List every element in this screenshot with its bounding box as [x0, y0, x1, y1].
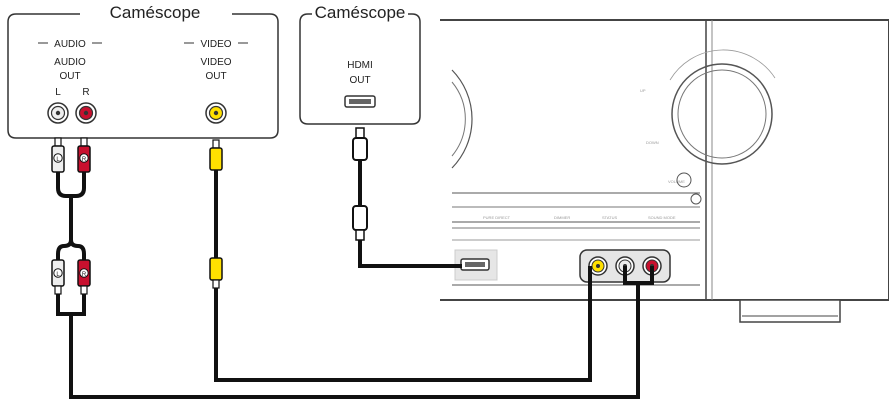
- camcorder-left-title: Caméscope: [110, 3, 201, 22]
- av-receiver: UP DOWN VOLUME PURE DIRECT DIMMER STATUS…: [440, 19, 889, 323]
- plug-left-mark-bottom: L: [56, 272, 60, 278]
- video-out-label-1: VIDEO: [200, 57, 231, 68]
- volume-knob: [671, 63, 773, 165]
- video-out-label-2: OUT: [205, 71, 226, 82]
- button-label-pure-direct: PURE DIRECT: [483, 215, 511, 220]
- camcorder-right-title: Caméscope: [315, 3, 406, 22]
- audio-out-label-2: OUT: [59, 71, 80, 82]
- hdmi-out-label-1: HDMI: [347, 60, 373, 71]
- button-label-dimmer: DIMMER: [554, 215, 570, 220]
- hdmi-cable: [352, 127, 462, 268]
- audio-cable: L R L R: [51, 137, 654, 399]
- input-knob: [451, 69, 473, 169]
- audio-out-label-1: AUDIO: [54, 57, 86, 68]
- up-label: UP: [640, 88, 646, 93]
- down-label: DOWN: [646, 140, 659, 145]
- receiver-base: [739, 299, 841, 323]
- plug-right-mark-top: R: [82, 157, 87, 163]
- plug-right-mark-bottom: R: [82, 272, 87, 278]
- power-button: [690, 193, 702, 205]
- video-cable: [209, 139, 592, 382]
- button-label-sound-mode: SOUND MODE: [648, 215, 676, 220]
- plug-left-mark-top: L: [56, 157, 60, 163]
- small-knob: [676, 172, 692, 188]
- video-group-label: VIDEO: [200, 39, 231, 50]
- channel-right-label: R: [82, 87, 89, 98]
- button-label-status: STATUS: [602, 215, 618, 220]
- audio-group-label: AUDIO: [54, 39, 86, 50]
- channel-left-label: L: [55, 87, 61, 98]
- volume-label: VOLUME: [668, 179, 685, 184]
- hdmi-out-label-2: OUT: [349, 75, 370, 86]
- camcorder-analog-box: Caméscope AUDIO AUDIO OUT L R VIDEO VIDE…: [7, 3, 279, 139]
- camcorder-hdmi-box: Caméscope HDMI OUT: [299, 3, 421, 125]
